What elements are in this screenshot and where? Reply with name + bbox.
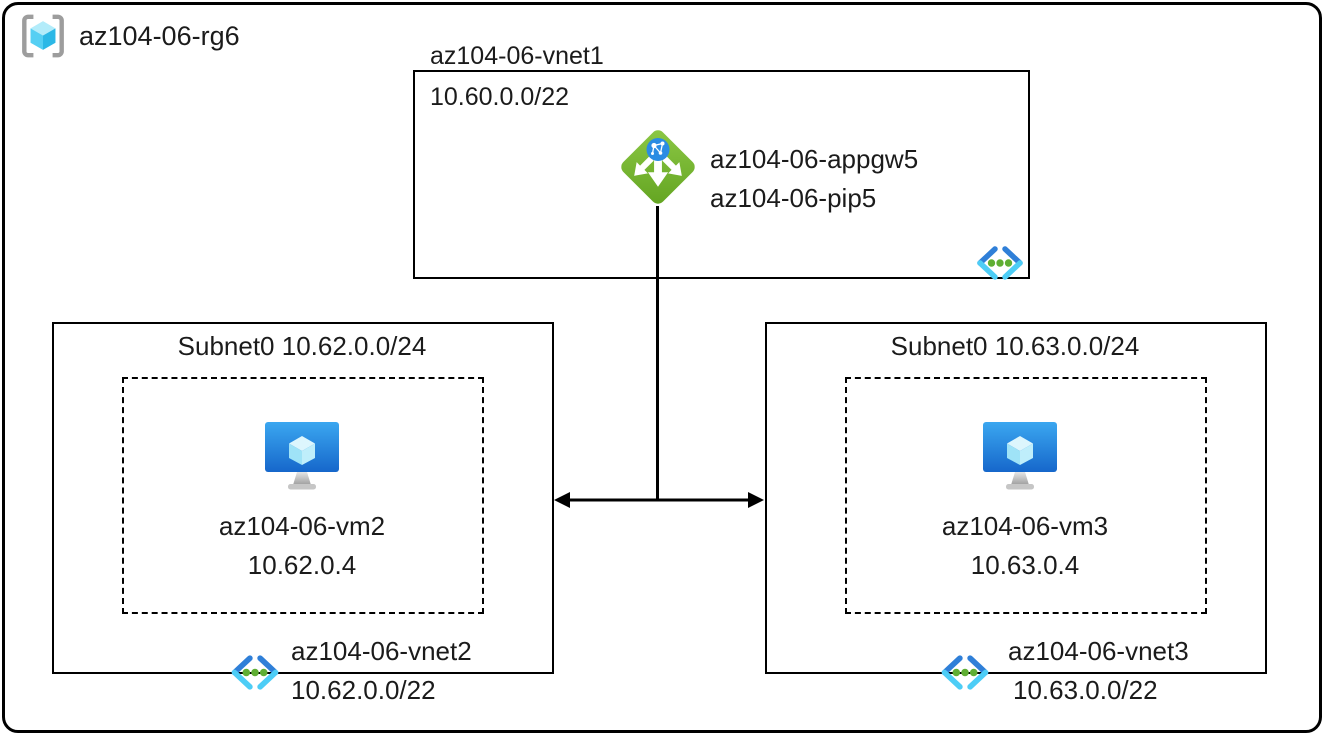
vnet2-cidr-label: 10.62.0.0/22 xyxy=(291,675,436,705)
vnet2-box xyxy=(52,322,554,674)
vm2-name-label: az104-06-vm2 xyxy=(218,511,386,541)
subnet-title-right: Subnet0 10.63.0.0/24 xyxy=(890,331,1140,361)
vnet1-cidr: 10.60.0.0/22 xyxy=(430,83,570,111)
vnet1-box xyxy=(413,70,1030,279)
virtual-machine-icon xyxy=(983,422,1057,490)
virtual-network-icon xyxy=(231,655,279,690)
appgw-name-label: az104-06-appgw5 xyxy=(710,144,919,174)
vnet3-cidr-label: 10.63.0.0/22 xyxy=(1013,675,1158,705)
virtual-network-icon xyxy=(977,246,1023,280)
vm2-ip-label: 10.62.0.4 xyxy=(247,550,357,580)
vm3-ip-label: 10.63.0.4 xyxy=(970,550,1080,580)
resource-group-header: az104-06-rg6 xyxy=(20,13,240,59)
virtual-machine-icon xyxy=(265,422,339,490)
vnet3-box xyxy=(765,322,1267,674)
vm3-name-label: az104-06-vm3 xyxy=(941,511,1109,541)
vnet2-name-label: az104-06-vnet2 xyxy=(291,636,472,666)
application-gateway-icon xyxy=(621,130,695,204)
resource-group-icon xyxy=(22,14,64,58)
subnet0-dashed-box-right xyxy=(845,377,1207,614)
virtual-network-icon xyxy=(941,655,989,690)
pip-name-label: az104-06-pip5 xyxy=(710,183,877,213)
resource-group-label: az104-06-rg6 xyxy=(79,20,240,51)
vnet3-name-label: az104-06-vnet3 xyxy=(1008,636,1189,666)
vnet1-title: az104-06-vnet1 xyxy=(430,42,604,70)
subnet0-dashed-box-left xyxy=(122,377,484,614)
subnet-title-left: Subnet0 10.62.0.0/24 xyxy=(177,331,427,361)
